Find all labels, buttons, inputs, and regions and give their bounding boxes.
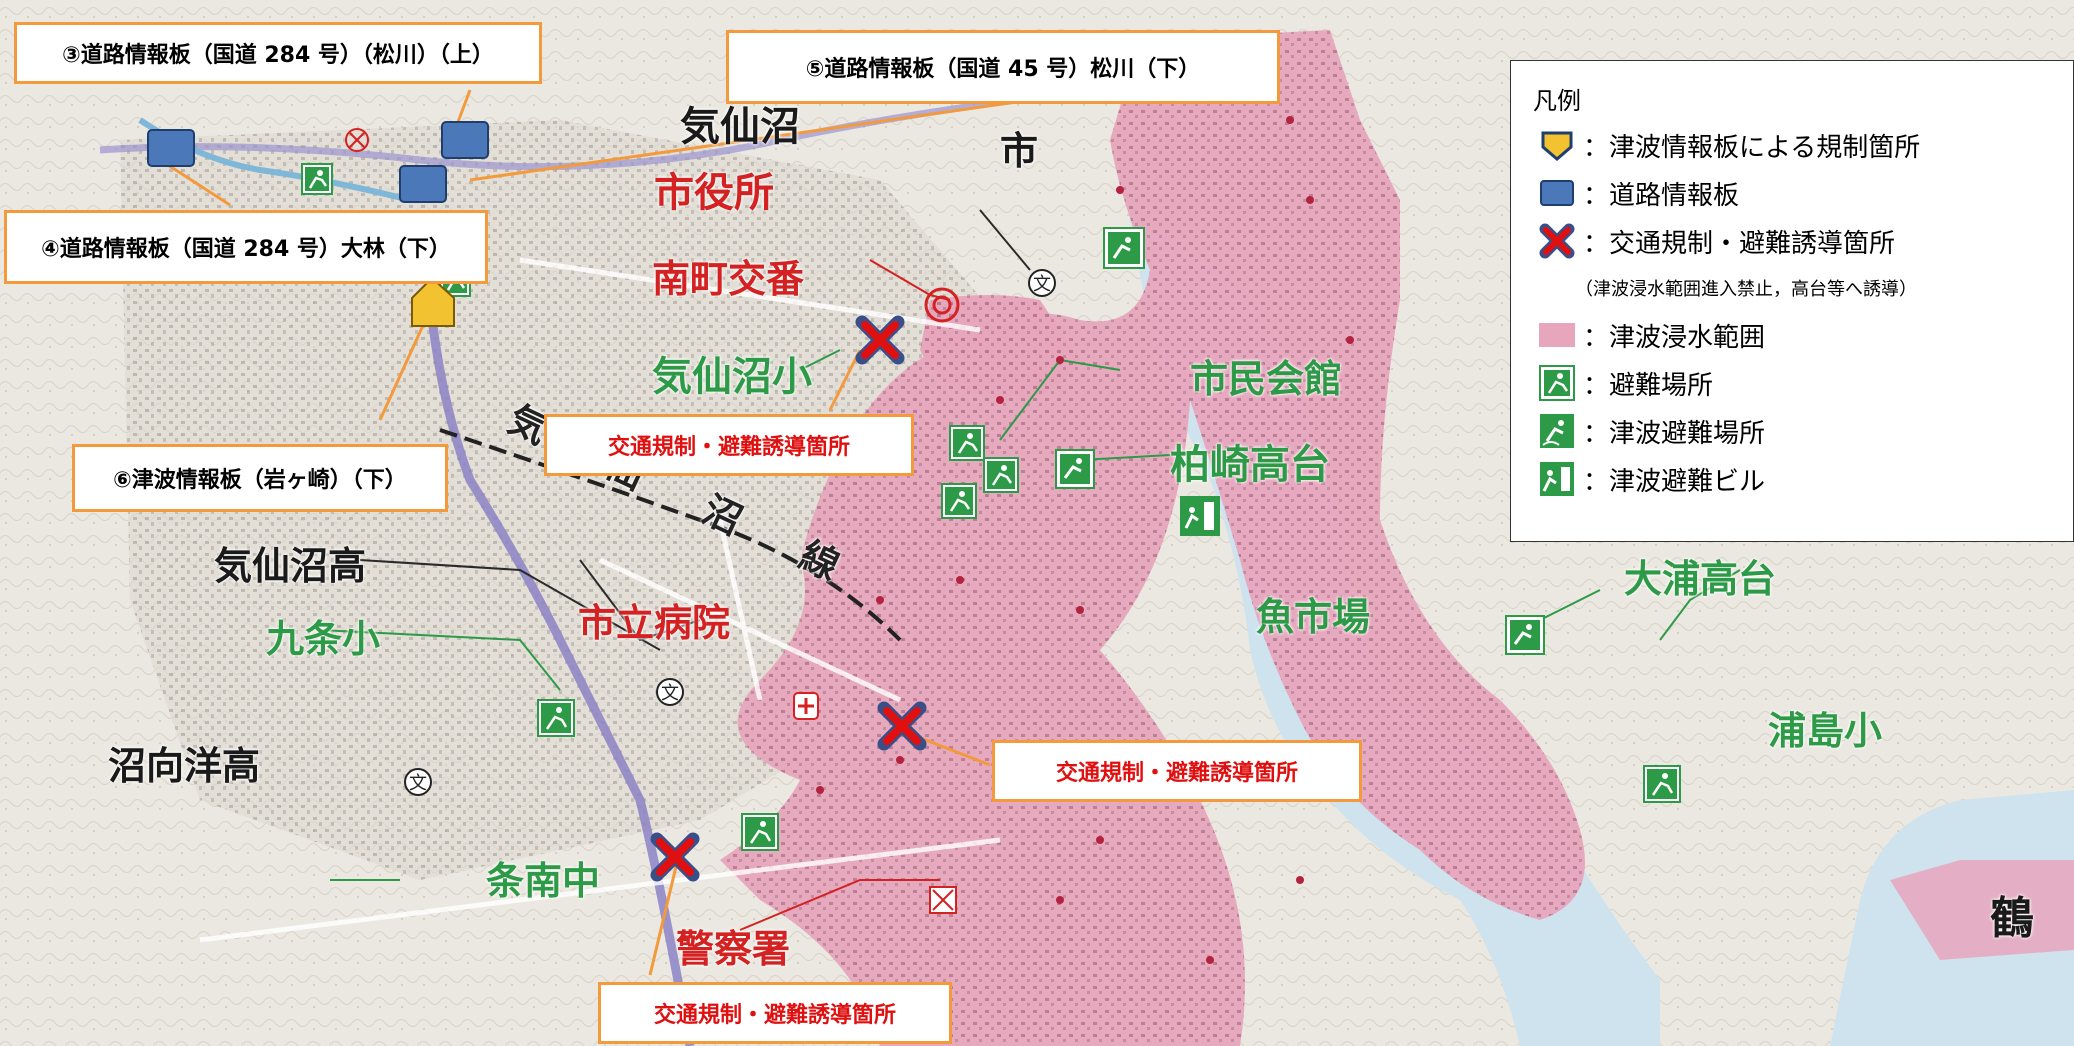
elevation-points xyxy=(816,116,1354,964)
label-fish-market: 魚市場 xyxy=(1256,595,1371,639)
evacuation-site-icon xyxy=(301,163,333,195)
legend-item-tsunami-evacuation-building: ：津波避難ビル xyxy=(1537,457,1765,501)
evacuation-site-icon xyxy=(1643,765,1681,803)
svg-text:文: 文 xyxy=(661,683,679,704)
label-kesennuma-top: 気仙沼 xyxy=(680,104,800,150)
railway-kesennuma-line xyxy=(439,428,902,642)
legend-label: ：津波避難ビル xyxy=(1583,466,1766,497)
road-info-boards xyxy=(147,121,489,203)
evacuation-site-icon xyxy=(1537,363,1577,403)
evacuation-site-icon xyxy=(741,813,779,851)
road-info-board-icon xyxy=(147,129,195,167)
callout-tsunami-board-6: ⑥津波情報板（岩ヶ崎）（下） xyxy=(72,444,448,512)
label-koyo-high: 沼向洋高 xyxy=(108,744,261,788)
legend-note: （津波浸水範囲進入禁止，高台等へ誘導） xyxy=(1575,279,1917,300)
leader-lines xyxy=(319,209,1741,931)
legend-label: ：道路情報板 xyxy=(1583,180,1740,211)
legend-label: ：交通規制・避難誘導箇所 xyxy=(1583,228,1896,259)
school-mark-kesennuma-high: 文 文 文 xyxy=(404,269,1056,796)
traffic-control-icon xyxy=(877,701,927,751)
road-info-board-icon xyxy=(1537,173,1577,213)
tsunami-evacuation-building-icon xyxy=(1537,459,1577,499)
evacuation-site-icon xyxy=(537,699,575,737)
tsunami-info-board-icon xyxy=(1537,125,1577,165)
callout-traffic-control-1: 交通規制・避難誘導箇所 xyxy=(544,414,914,476)
label-minamimachi-koban: 南町交番 xyxy=(652,257,805,301)
label-kesennuma-high: 気仙沼高 xyxy=(214,544,367,588)
traffic-control-icon xyxy=(1537,221,1577,261)
label-kesennuma-elem: 気仙沼小 xyxy=(652,354,812,400)
traffic-control-marks xyxy=(650,315,927,882)
callout-road-board-3: ③道路情報板（国道 284 号）（松川）（上） xyxy=(14,22,542,84)
label-urashima: 浦島小 xyxy=(1768,709,1883,753)
tsunami-evacuation-site-icon xyxy=(1505,615,1545,655)
tsunami-evacuation-site-icon xyxy=(1537,411,1577,451)
road-info-board-icon xyxy=(399,165,447,203)
traffic-control-icon xyxy=(650,832,700,882)
callout-traffic-control-3: 交通規制・避難誘導箇所 xyxy=(598,982,952,1044)
legend-title: 凡例 xyxy=(1533,87,1581,115)
legend-item-tsunami-evacuation-site: ：津波避難場所 xyxy=(1537,409,1765,453)
road-network xyxy=(199,257,1001,943)
label-kujo-elem: 九条小 xyxy=(266,617,381,661)
inundation-area-icon xyxy=(1537,315,1577,355)
legend-item-inundation: ：津波浸水範囲 xyxy=(1537,313,1765,357)
legend-label: ：避難場所 xyxy=(1583,370,1714,401)
label-tsuru: 鶴 xyxy=(1990,893,2034,944)
evacuation-site-icon xyxy=(983,457,1019,493)
tsunami-evacuation-site-icon xyxy=(1055,449,1095,489)
traffic-control-icon xyxy=(855,315,905,365)
svg-text:文: 文 xyxy=(1033,274,1051,295)
tsunami-evacuation-site-icon xyxy=(1103,227,1145,269)
svg-text:文: 文 xyxy=(409,773,427,794)
legend-label: ：津波浸水範囲 xyxy=(1583,322,1766,353)
legend-item-traffic-control: ：交通規制・避難誘導箇所 xyxy=(1537,219,1895,263)
label-city-hall: 市役所 xyxy=(654,170,774,216)
evacuation-site-icon xyxy=(949,425,985,461)
evacuation-site-icon xyxy=(941,483,977,519)
road-info-board-icon xyxy=(441,121,489,159)
city-hall-mark xyxy=(924,287,960,323)
label-ichi: 市 xyxy=(1000,129,1039,173)
inundation-area-east xyxy=(1890,860,2074,960)
callout-road-board-5: ⑤道路情報板（国道 45 号）松川（下） xyxy=(726,30,1280,104)
callout-traffic-control-2: 交通規制・避難誘導箇所 xyxy=(992,740,1362,802)
tsunami-evacuation-building-icon xyxy=(1180,496,1220,536)
inundation-area-west xyxy=(920,295,1080,400)
inundation-area xyxy=(720,30,1585,1046)
label-city-hospital: 市立病院 xyxy=(578,601,731,645)
callout-road-board-4: ④道路情報板（国道 284 号）大林（下） xyxy=(4,210,488,284)
closed-road-mark xyxy=(345,128,369,152)
legend-item-tsunami-board: ：津波情報板による規制箇所 xyxy=(1537,123,1920,167)
legend-item-road-board: ：道路情報板 xyxy=(1537,171,1739,215)
label-civic-hall: 市民会館 xyxy=(1190,357,1343,401)
label-police: 警察署 xyxy=(676,927,791,971)
legend-label: ：津波情報板による規制箇所 xyxy=(1583,132,1921,163)
legend-item-evacuation-site: ：避難場所 xyxy=(1537,361,1713,405)
label-oura: 大浦高台 xyxy=(1624,557,1777,601)
road-284 xyxy=(99,86,1101,171)
legend-label: ：津波避難場所 xyxy=(1583,418,1766,449)
label-kojo-jhs: 条南中 xyxy=(486,859,601,903)
label-kashiwazaki: 柏崎高台 xyxy=(1170,442,1330,488)
legend-panel: 凡例 ：津波情報板による規制箇所 ：道路情報板 ：交通規制・避難誘導箇所 （津波… xyxy=(1510,60,2074,542)
